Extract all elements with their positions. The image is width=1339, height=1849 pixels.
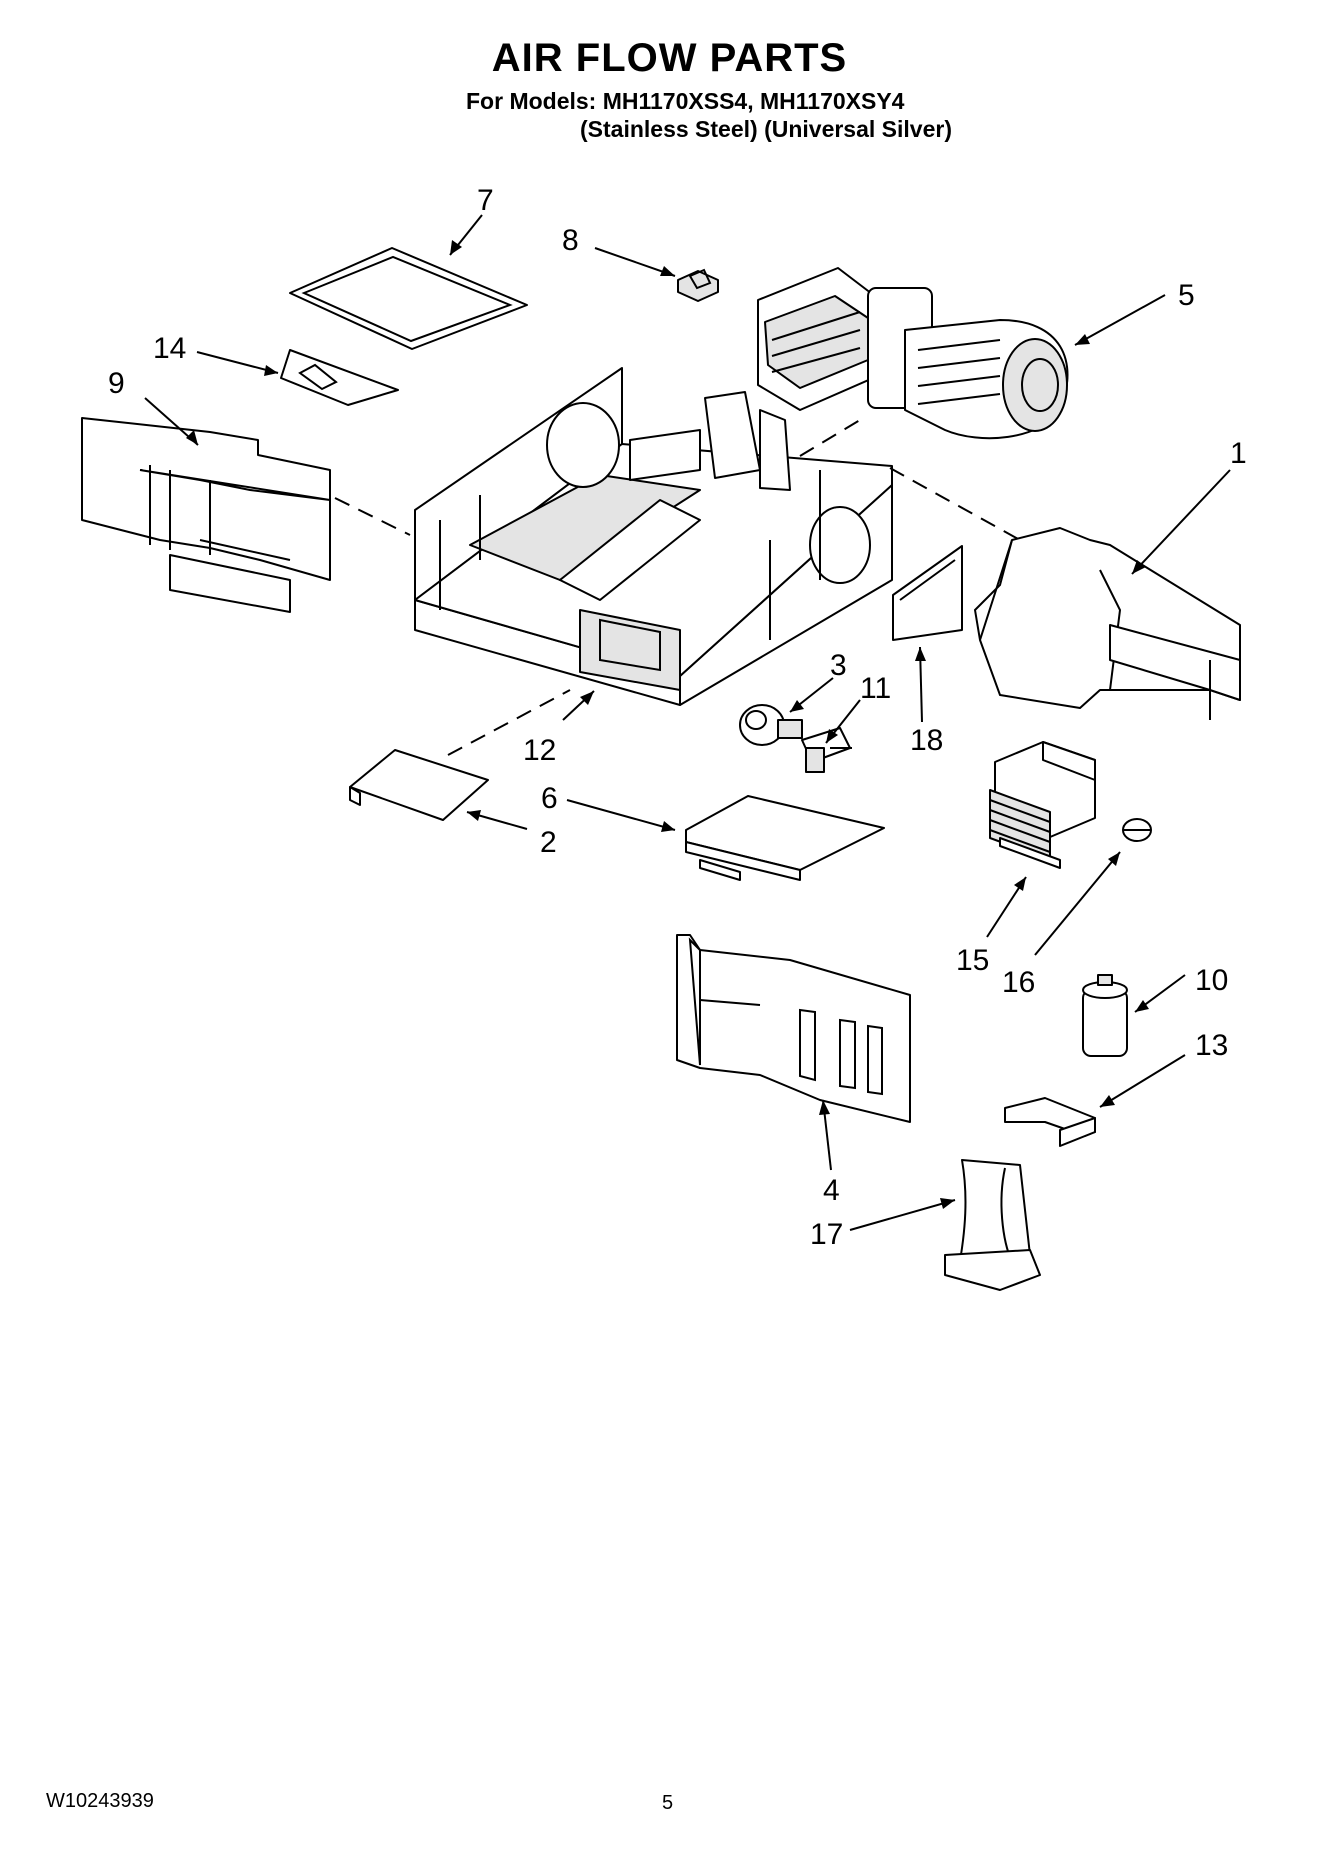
- part-4-bottom-duct: [676, 934, 911, 1123]
- part-2-cover-plate: [349, 689, 571, 821]
- part-13-bracket: [1004, 1097, 1096, 1147]
- callout-3: 3: [830, 649, 847, 682]
- part-1-side-duct: [973, 527, 1241, 720]
- part-6-base-plate: [685, 795, 885, 881]
- part-9-duct-panel: [81, 417, 411, 613]
- callout-13: 13: [1195, 1029, 1228, 1062]
- part-15-magnetron: [989, 741, 1096, 869]
- leader-lines: [144, 214, 1231, 1231]
- callout-11: 11: [860, 672, 891, 705]
- page-title: AIR FLOW PARTS: [491, 36, 848, 80]
- callout-5: 5: [1178, 279, 1195, 312]
- part-18-panel: [892, 545, 963, 641]
- part-5-blower-motor: [757, 267, 1069, 457]
- part-17-duct-extension: [944, 1159, 1041, 1291]
- callout-labels: 7 8 5 14 9 1 3 11 18 12 6 2 15 16 10 13 …: [108, 184, 1247, 1251]
- callout-10: 10: [1195, 964, 1228, 997]
- page-number: 5: [662, 1792, 674, 1814]
- callout-14: 14: [153, 332, 186, 365]
- callout-16: 16: [1002, 966, 1035, 999]
- main-chassis: [414, 367, 1021, 706]
- part-10-capacitor: [1082, 974, 1128, 1057]
- callout-17: 17: [810, 1218, 843, 1251]
- callout-1: 1: [1230, 437, 1247, 470]
- part-14-plate: [280, 349, 399, 406]
- callout-12: 12: [523, 734, 556, 767]
- part-8-switch: [677, 268, 719, 302]
- models-line: For Models: MH1170XSS4, MH1170XSY4: [466, 88, 905, 114]
- finishes-line: (Stainless Steel) (Universal Silver): [580, 116, 952, 142]
- callout-7: 7: [477, 184, 494, 217]
- part-3-lamp: [739, 704, 803, 746]
- callout-4: 4: [823, 1174, 840, 1207]
- callout-6: 6: [541, 782, 558, 815]
- document-number: W10243939: [46, 1790, 154, 1812]
- part-7-filter: [289, 247, 528, 350]
- callout-8: 8: [562, 224, 579, 257]
- part-11-lamp-socket: [801, 727, 852, 773]
- callout-18: 18: [910, 724, 943, 757]
- callout-2: 2: [540, 826, 557, 859]
- part-16-thermostat: [1122, 818, 1152, 842]
- callout-9: 9: [108, 367, 125, 400]
- callout-15: 15: [956, 944, 989, 977]
